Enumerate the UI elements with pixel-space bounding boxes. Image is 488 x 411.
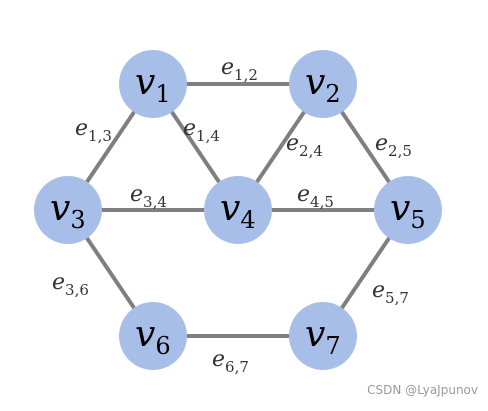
nodes-layer: v1 v2 v3 v4 v5 v6 v7 bbox=[34, 50, 442, 370]
node-circle-v3 bbox=[34, 176, 102, 244]
node-circle-v6 bbox=[119, 302, 187, 370]
node-circle-v1 bbox=[119, 50, 187, 118]
node-v4: v4 bbox=[204, 176, 272, 244]
node-v5: v5 bbox=[374, 176, 442, 244]
edge-label-e57: e5,7 bbox=[372, 278, 409, 307]
node-v1: v1 bbox=[119, 50, 187, 118]
node-circle-v4 bbox=[204, 176, 272, 244]
node-circle-v2 bbox=[289, 50, 357, 118]
node-v6: v6 bbox=[119, 302, 187, 370]
watermark: CSDN @LyaJpunov bbox=[367, 383, 478, 397]
edge-label-e13: e1,3 bbox=[75, 116, 112, 145]
edge-label-e25: e2,5 bbox=[375, 131, 412, 160]
node-v2: v2 bbox=[289, 50, 357, 118]
node-v7: v7 bbox=[289, 302, 357, 370]
edge-label-e14: e1,4 bbox=[183, 116, 220, 145]
edge-label-e45: e4,5 bbox=[297, 182, 334, 211]
edge-label-e34: e3,4 bbox=[130, 182, 167, 211]
node-circle-v5 bbox=[374, 176, 442, 244]
edge-label-e67: e6,7 bbox=[212, 347, 249, 376]
edge-label-e12: e1,2 bbox=[221, 55, 258, 84]
node-circle-v7 bbox=[289, 302, 357, 370]
node-v3: v3 bbox=[34, 176, 102, 244]
edge-label-e36: e3,6 bbox=[52, 270, 89, 299]
edge-label-e24: e2,4 bbox=[286, 131, 323, 160]
